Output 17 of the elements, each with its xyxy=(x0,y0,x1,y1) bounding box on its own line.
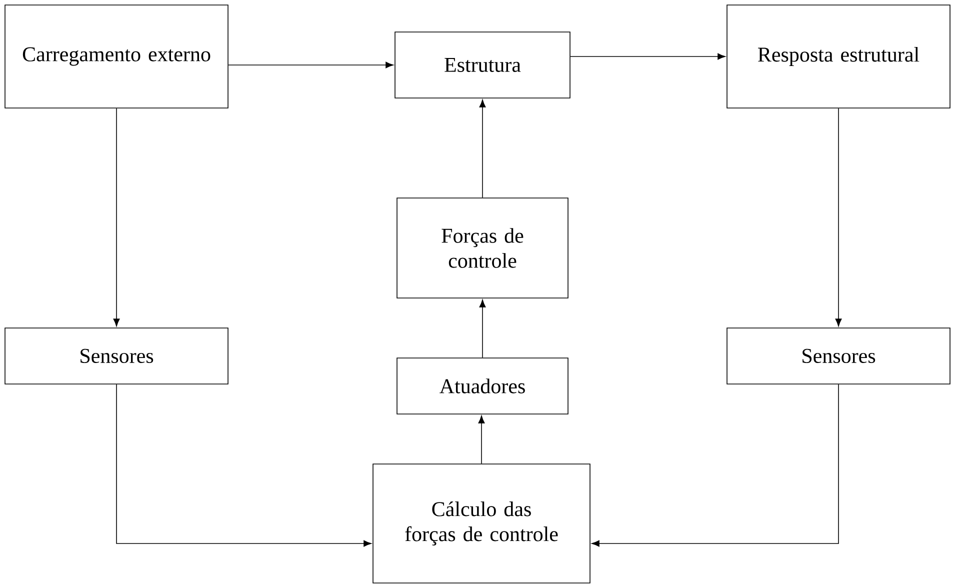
arrow xyxy=(116,384,372,547)
process-box: Carregamento externo xyxy=(4,4,228,108)
arrow xyxy=(570,53,726,60)
arrow xyxy=(479,300,486,358)
process-box: Cálculo das forças de controle xyxy=(372,464,590,584)
process-box: Resposta estrutural xyxy=(726,4,950,108)
arrow xyxy=(592,384,839,547)
process-box: Atuadores xyxy=(396,358,568,414)
arrow xyxy=(835,108,842,326)
process-box: Estrutura xyxy=(394,32,570,98)
arrow xyxy=(228,62,394,68)
process-box: Forças de controle xyxy=(396,198,568,298)
arrow xyxy=(478,416,485,464)
arrow xyxy=(113,108,120,326)
process-box: Sensores xyxy=(4,328,228,384)
process-box: Sensores xyxy=(726,328,950,384)
arrow xyxy=(479,100,486,198)
